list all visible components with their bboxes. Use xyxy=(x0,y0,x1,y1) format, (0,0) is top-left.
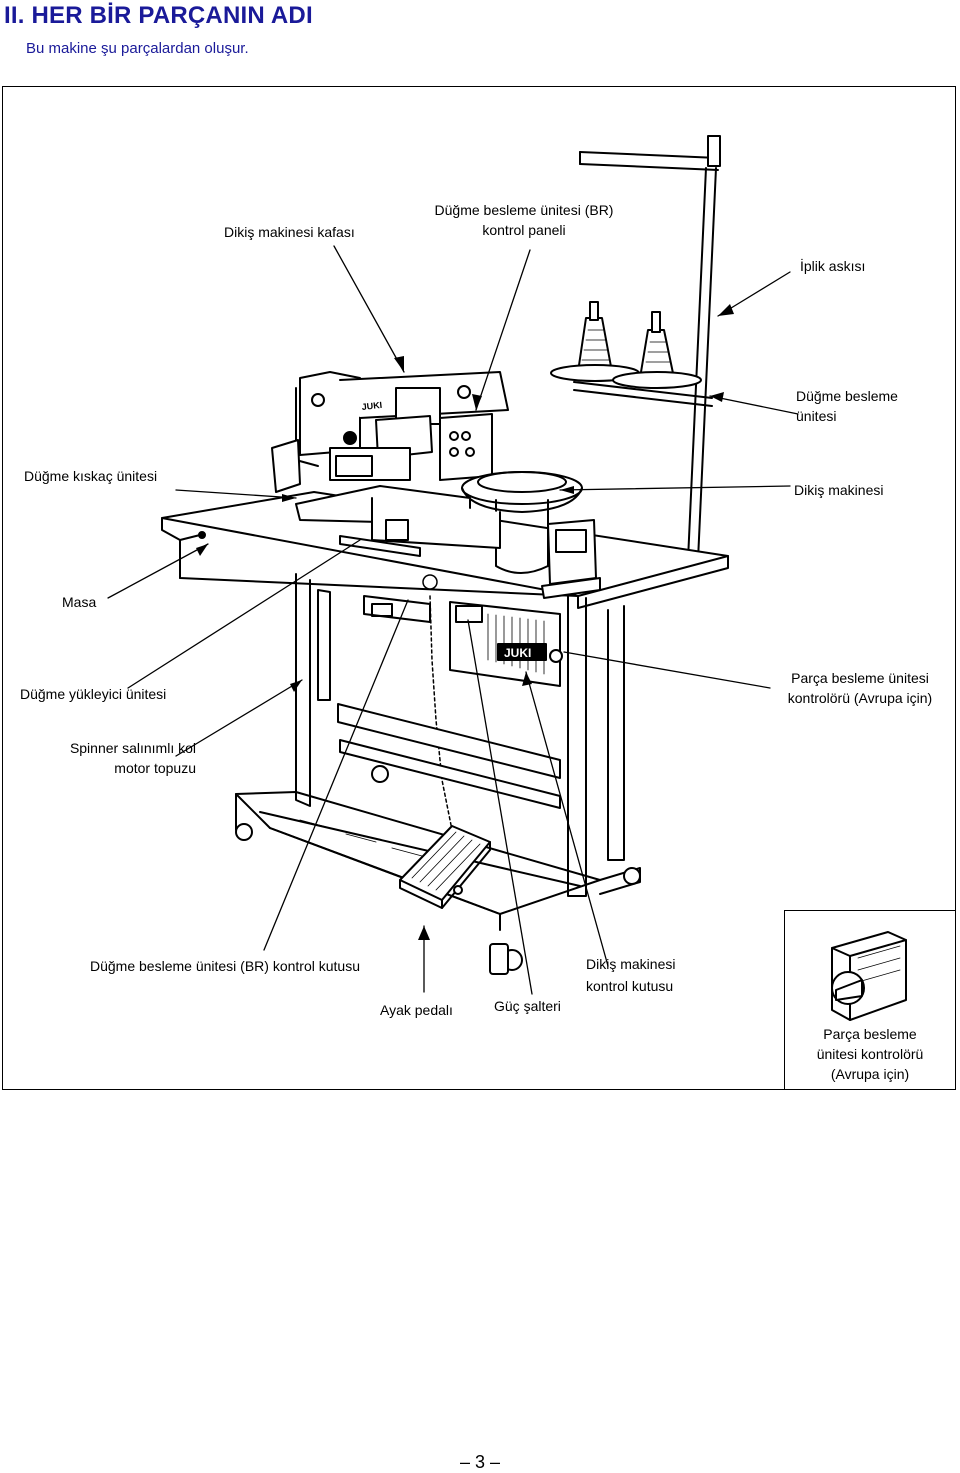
label-spinner-line2: motor topuzu xyxy=(114,760,196,776)
machine-head xyxy=(271,371,509,493)
label-button-loader: Düğme yükleyici ünitesi xyxy=(20,686,167,702)
label-machine-box-line2: kontrol kutusu xyxy=(586,978,674,994)
thread-stand xyxy=(550,135,721,564)
inset-controller xyxy=(831,931,907,1021)
label-sewing-machine: Dikiş makinesi xyxy=(794,482,884,498)
inset-frame xyxy=(784,910,956,1090)
label-thread-stand: İplik askısı xyxy=(800,258,866,274)
label-feeder-line2: ünitesi xyxy=(796,408,837,424)
label-parts-ctrl-line1: Parça besleme ünitesi xyxy=(791,670,929,686)
juki-logo-motor: JUKI xyxy=(504,646,531,660)
label-foot-pedal: Ayak pedalı xyxy=(380,1002,453,1018)
label-inset-line2: ünitesi kontrolörü xyxy=(816,1046,924,1062)
label-br-panel-line2: kontrol paneli xyxy=(482,222,566,238)
label-table: Masa xyxy=(62,594,97,610)
leader-arrowheads xyxy=(196,304,734,940)
leader-lines xyxy=(107,245,799,995)
label-br-control-box: Düğme besleme ünitesi (BR) kontrol kutus… xyxy=(90,958,361,974)
page-number: – 3 – xyxy=(460,1452,501,1472)
pedal-chain xyxy=(422,574,453,831)
label-parts-ctrl-line2: kontrolörü (Avrupa için) xyxy=(787,690,933,706)
label-power-switch: Güç şalteri xyxy=(494,998,561,1014)
feeder-body xyxy=(295,485,501,557)
figure-frame xyxy=(2,86,956,1090)
label-machine-head: Dikiş makinesi kafası xyxy=(224,224,355,240)
parts-controller-unit xyxy=(541,519,601,599)
label-br-panel-line1: Düğme besleme ünitesi (BR) xyxy=(434,202,614,218)
label-spinner-line1: Spinner salınımlı kol xyxy=(69,740,196,756)
juki-logo-head: JUKI xyxy=(361,400,382,412)
label-inset-line3: (Avrupa için) xyxy=(830,1066,910,1082)
section-subtitle: Bu makine şu parçalardan oluşur. xyxy=(26,40,249,57)
section-title: II. HER BİR PARÇANIN ADI xyxy=(4,2,313,29)
label-machine-box-line1: Dikiş makinesi xyxy=(586,956,676,972)
label-feeder-line1: Düğme besleme xyxy=(796,388,898,404)
label-button-clamp: Düğme kıskaç ünitesi xyxy=(24,468,158,484)
casters xyxy=(235,765,641,975)
foot-pedal xyxy=(399,825,491,909)
table-legs xyxy=(235,573,641,931)
under-table-units xyxy=(363,595,563,687)
page-number-value: 3 xyxy=(475,1452,486,1472)
label-inset-line1: Parça besleme xyxy=(823,1026,917,1042)
